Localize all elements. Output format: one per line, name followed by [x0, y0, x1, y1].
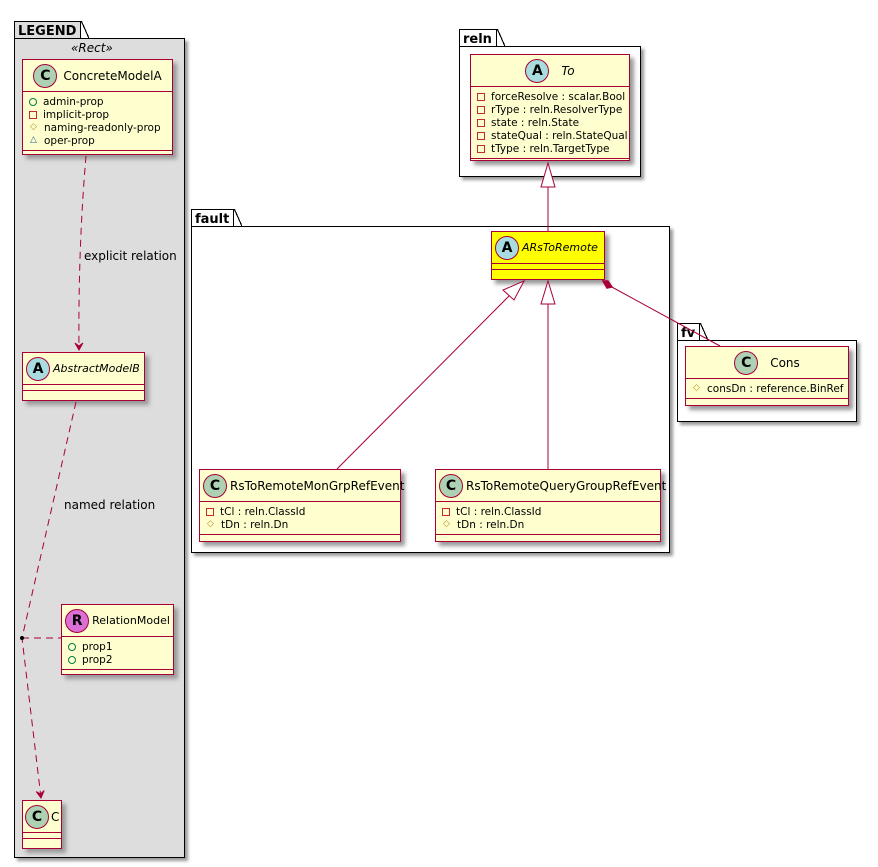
named-relation-edge	[21, 401, 77, 800]
abstract-badge-icon: A	[26, 356, 50, 381]
class-badge-icon: C	[33, 63, 58, 88]
private-visibility-icon	[477, 144, 485, 153]
private-visibility-icon	[477, 105, 485, 114]
class-name: ARsToRemote	[522, 241, 598, 254]
association-point	[20, 636, 24, 640]
attribute: ◇consDn : reference.BinRef	[693, 382, 844, 395]
private-visibility-icon	[477, 118, 485, 127]
generalization-arrow-icon	[540, 161, 556, 188]
class-badge-icon: C	[734, 350, 759, 375]
class-name: RsToRemoteQueryGroupRefEvent	[466, 478, 667, 493]
attribute: ◇tDn : reln.Dn	[443, 518, 525, 531]
attribute: tType : reln.TargetType	[477, 142, 623, 155]
generalization-arrow-icon	[540, 279, 556, 305]
attribute: △oper-prop	[30, 134, 95, 147]
attribute: prop1	[68, 640, 167, 653]
class-name: RsToRemoteMonGrpRefEvent	[230, 478, 405, 493]
class-relation-model[interactable]: R RelationModel prop1 prop2	[61, 604, 174, 675]
public-visibility-icon	[68, 655, 76, 664]
class-to[interactable]: A To forceResolve : scalar.Bool rType : …	[470, 54, 630, 161]
attribute: prop2	[68, 653, 167, 666]
class-concrete-model-a[interactable]: C ConcreteModelA admin-prop implicit-pro…	[22, 59, 173, 155]
private-visibility-icon	[442, 507, 450, 516]
generalization-arrow-icon	[502, 279, 526, 301]
attribute: ◇tDn : reln.Dn	[207, 518, 289, 531]
protected-visibility-icon: ◇	[207, 519, 214, 529]
class-ars-to-remote[interactable]: A ARsToRemote	[491, 231, 605, 280]
generalization-edge-mon-grp	[336, 295, 510, 470]
attribute: stateQual : reln.StateQual	[477, 129, 628, 142]
attribute: tCl : reln.ClassId	[206, 505, 394, 518]
class-name: ConcreteModelA	[63, 68, 162, 83]
class-name: RelationModel	[92, 614, 170, 627]
class-name: Cons	[770, 355, 800, 370]
abstract-badge-icon: A	[495, 235, 519, 260]
package-legend-tab: LEGEND	[14, 20, 90, 39]
relation-badge-icon: R	[65, 608, 90, 633]
composition-edge-cons	[609, 285, 721, 347]
attribute: forceResolve : scalar.Bool	[477, 90, 625, 103]
class-c[interactable]: C C	[22, 800, 62, 849]
attribute: state : reln.State	[477, 116, 623, 129]
private-visibility-icon	[29, 110, 37, 119]
package-visibility-icon: △	[30, 135, 37, 145]
class-badge-icon: C	[439, 473, 463, 498]
attribute: ◇naming-readonly-prop	[30, 121, 161, 134]
class-name: C	[51, 809, 60, 824]
class-name: To	[561, 63, 575, 78]
class-rs-to-remote-mon-grp-ref-event[interactable]: C RsToRemoteMonGrpRefEvent tCl : reln.Cl…	[199, 469, 405, 542]
class-cons[interactable]: C Cons ◇consDn : reference.BinRef	[685, 346, 849, 406]
package-fv-tab: fv	[677, 322, 709, 341]
legend-stereotype: «Rect»	[71, 41, 113, 55]
package-reln-tab: reln	[459, 28, 505, 47]
class-badge-icon: C	[25, 804, 49, 829]
explicit-relation-label: explicit relation	[84, 249, 177, 263]
public-visibility-icon	[68, 642, 76, 651]
class-rs-to-remote-query-group-ref-event[interactable]: C RsToRemoteQueryGroupRefEvent tCl : rel…	[435, 469, 666, 542]
attribute: tCl : reln.ClassId	[442, 505, 654, 518]
private-visibility-icon	[206, 507, 214, 516]
private-visibility-icon	[477, 131, 485, 140]
attribute: implicit-prop	[29, 108, 166, 121]
package-fault-tab: fault	[191, 208, 243, 227]
abstract-badge-icon: A	[525, 58, 550, 83]
class-name: AbstractModelB	[53, 362, 140, 375]
protected-visibility-icon: ◇	[443, 519, 450, 529]
protected-visibility-icon: ◇	[693, 383, 700, 393]
protected-visibility-icon: ◇	[30, 122, 37, 132]
private-visibility-icon	[477, 92, 485, 101]
attribute: rType : reln.ResolverType	[477, 103, 623, 116]
public-visibility-icon	[29, 97, 37, 106]
attribute: admin-prop	[29, 95, 166, 108]
composition-diamond-icon	[601, 280, 614, 289]
class-abstract-model-b[interactable]: A AbstractModelB	[22, 352, 145, 401]
class-badge-icon: C	[203, 473, 227, 498]
named-relation-label: named relation	[64, 498, 156, 512]
package-legend	[14, 38, 185, 858]
explicit-relation-edge	[74, 155, 87, 352]
